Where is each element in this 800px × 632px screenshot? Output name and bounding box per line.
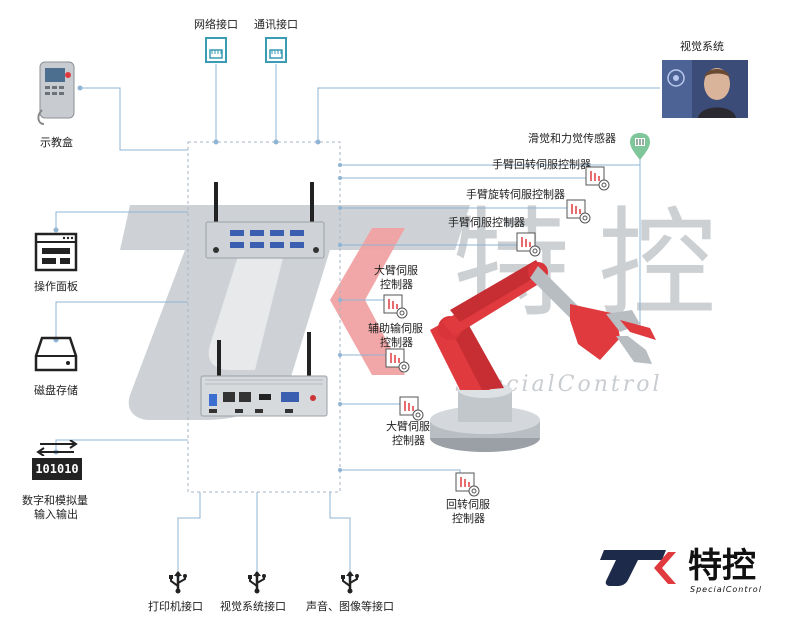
servo-controller-icon-1 [585, 166, 610, 191]
network-port-icon [205, 37, 227, 63]
usb-icon-audio-video [341, 571, 359, 594]
io-arrows-icon [36, 440, 78, 456]
usb-icon-printer [169, 571, 187, 594]
industrial-pc-top [205, 182, 325, 259]
network-port-label: 网络接口 [194, 18, 238, 31]
servo-controller-icon-5 [385, 348, 410, 373]
vision-port-label: 视觉系统接口 [220, 600, 286, 613]
aux-servo-label-line2: 控制器 [380, 336, 413, 349]
aux-servo-label-line1: 辅助输伺服 [368, 322, 423, 335]
sensor-pin-icon [630, 133, 650, 160]
servo-controller-icon-2 [566, 199, 591, 224]
rotary-servo-label-line1: 回转伺服 [446, 498, 490, 511]
operation-panel-label: 操作面板 [34, 280, 78, 293]
upper-arm-servo-bottom-label-line2: 控制器 [392, 434, 425, 447]
teach-pendant-icon [37, 61, 75, 125]
brand-logo-text: 特控 [688, 546, 756, 586]
teach-pendant-label: 示教盒 [40, 136, 73, 149]
rotary-servo-label-line2: 控制器 [452, 512, 485, 525]
watermark-char-2: 控 [598, 195, 717, 333]
disk-storage-icon [34, 336, 78, 372]
usb-icon-vision [248, 571, 266, 594]
robot-arm-illustration [430, 260, 656, 452]
upper-arm-servo-top-label-line2: 控制器 [380, 278, 413, 291]
upper-arm-servo-bottom-label-line1: 大臂伺服 [386, 420, 430, 433]
servo-controller-icon-6 [399, 396, 424, 421]
audio-video-port-label: 声音、图像等接口 [306, 600, 394, 613]
servo-controller-icon-7 [455, 472, 480, 497]
brand-logo-subtitle: SpecialControl [690, 585, 762, 594]
comm-port-label: 通讯接口 [254, 18, 298, 31]
wrist-servo-label: 手臂伺服控制器 [448, 216, 525, 229]
industrial-pc-bottom [200, 332, 328, 417]
brand-logo-mark [600, 550, 676, 586]
wrist-rotate-servo-label: 手臂回转伺服控制器 [492, 158, 591, 171]
vision-system-label: 视觉系统 [680, 40, 724, 53]
disk-storage-label: 磁盘存储 [34, 384, 78, 397]
io-label-line2: 输入输出 [34, 508, 78, 521]
io-binary-badge: 101010 [32, 458, 82, 480]
io-binary-text: 101010 [35, 462, 79, 476]
operation-panel-icon [34, 232, 78, 272]
printer-port-label: 打印机接口 [148, 600, 203, 613]
io-label-line1: 数字和模拟量 [22, 494, 88, 507]
servo-controller-icon-4 [383, 294, 408, 319]
servo-controller-icon-3 [516, 232, 541, 257]
wrist-spin-servo-label: 手臂旋转伺服控制器 [466, 188, 565, 201]
comm-port-icon [265, 37, 287, 63]
upper-arm-servo-top-label-line1: 大臂伺服 [374, 264, 418, 277]
slip-force-sensor-label: 滑觉和力觉传感器 [528, 132, 616, 145]
vision-system-camera-icon [662, 60, 748, 118]
